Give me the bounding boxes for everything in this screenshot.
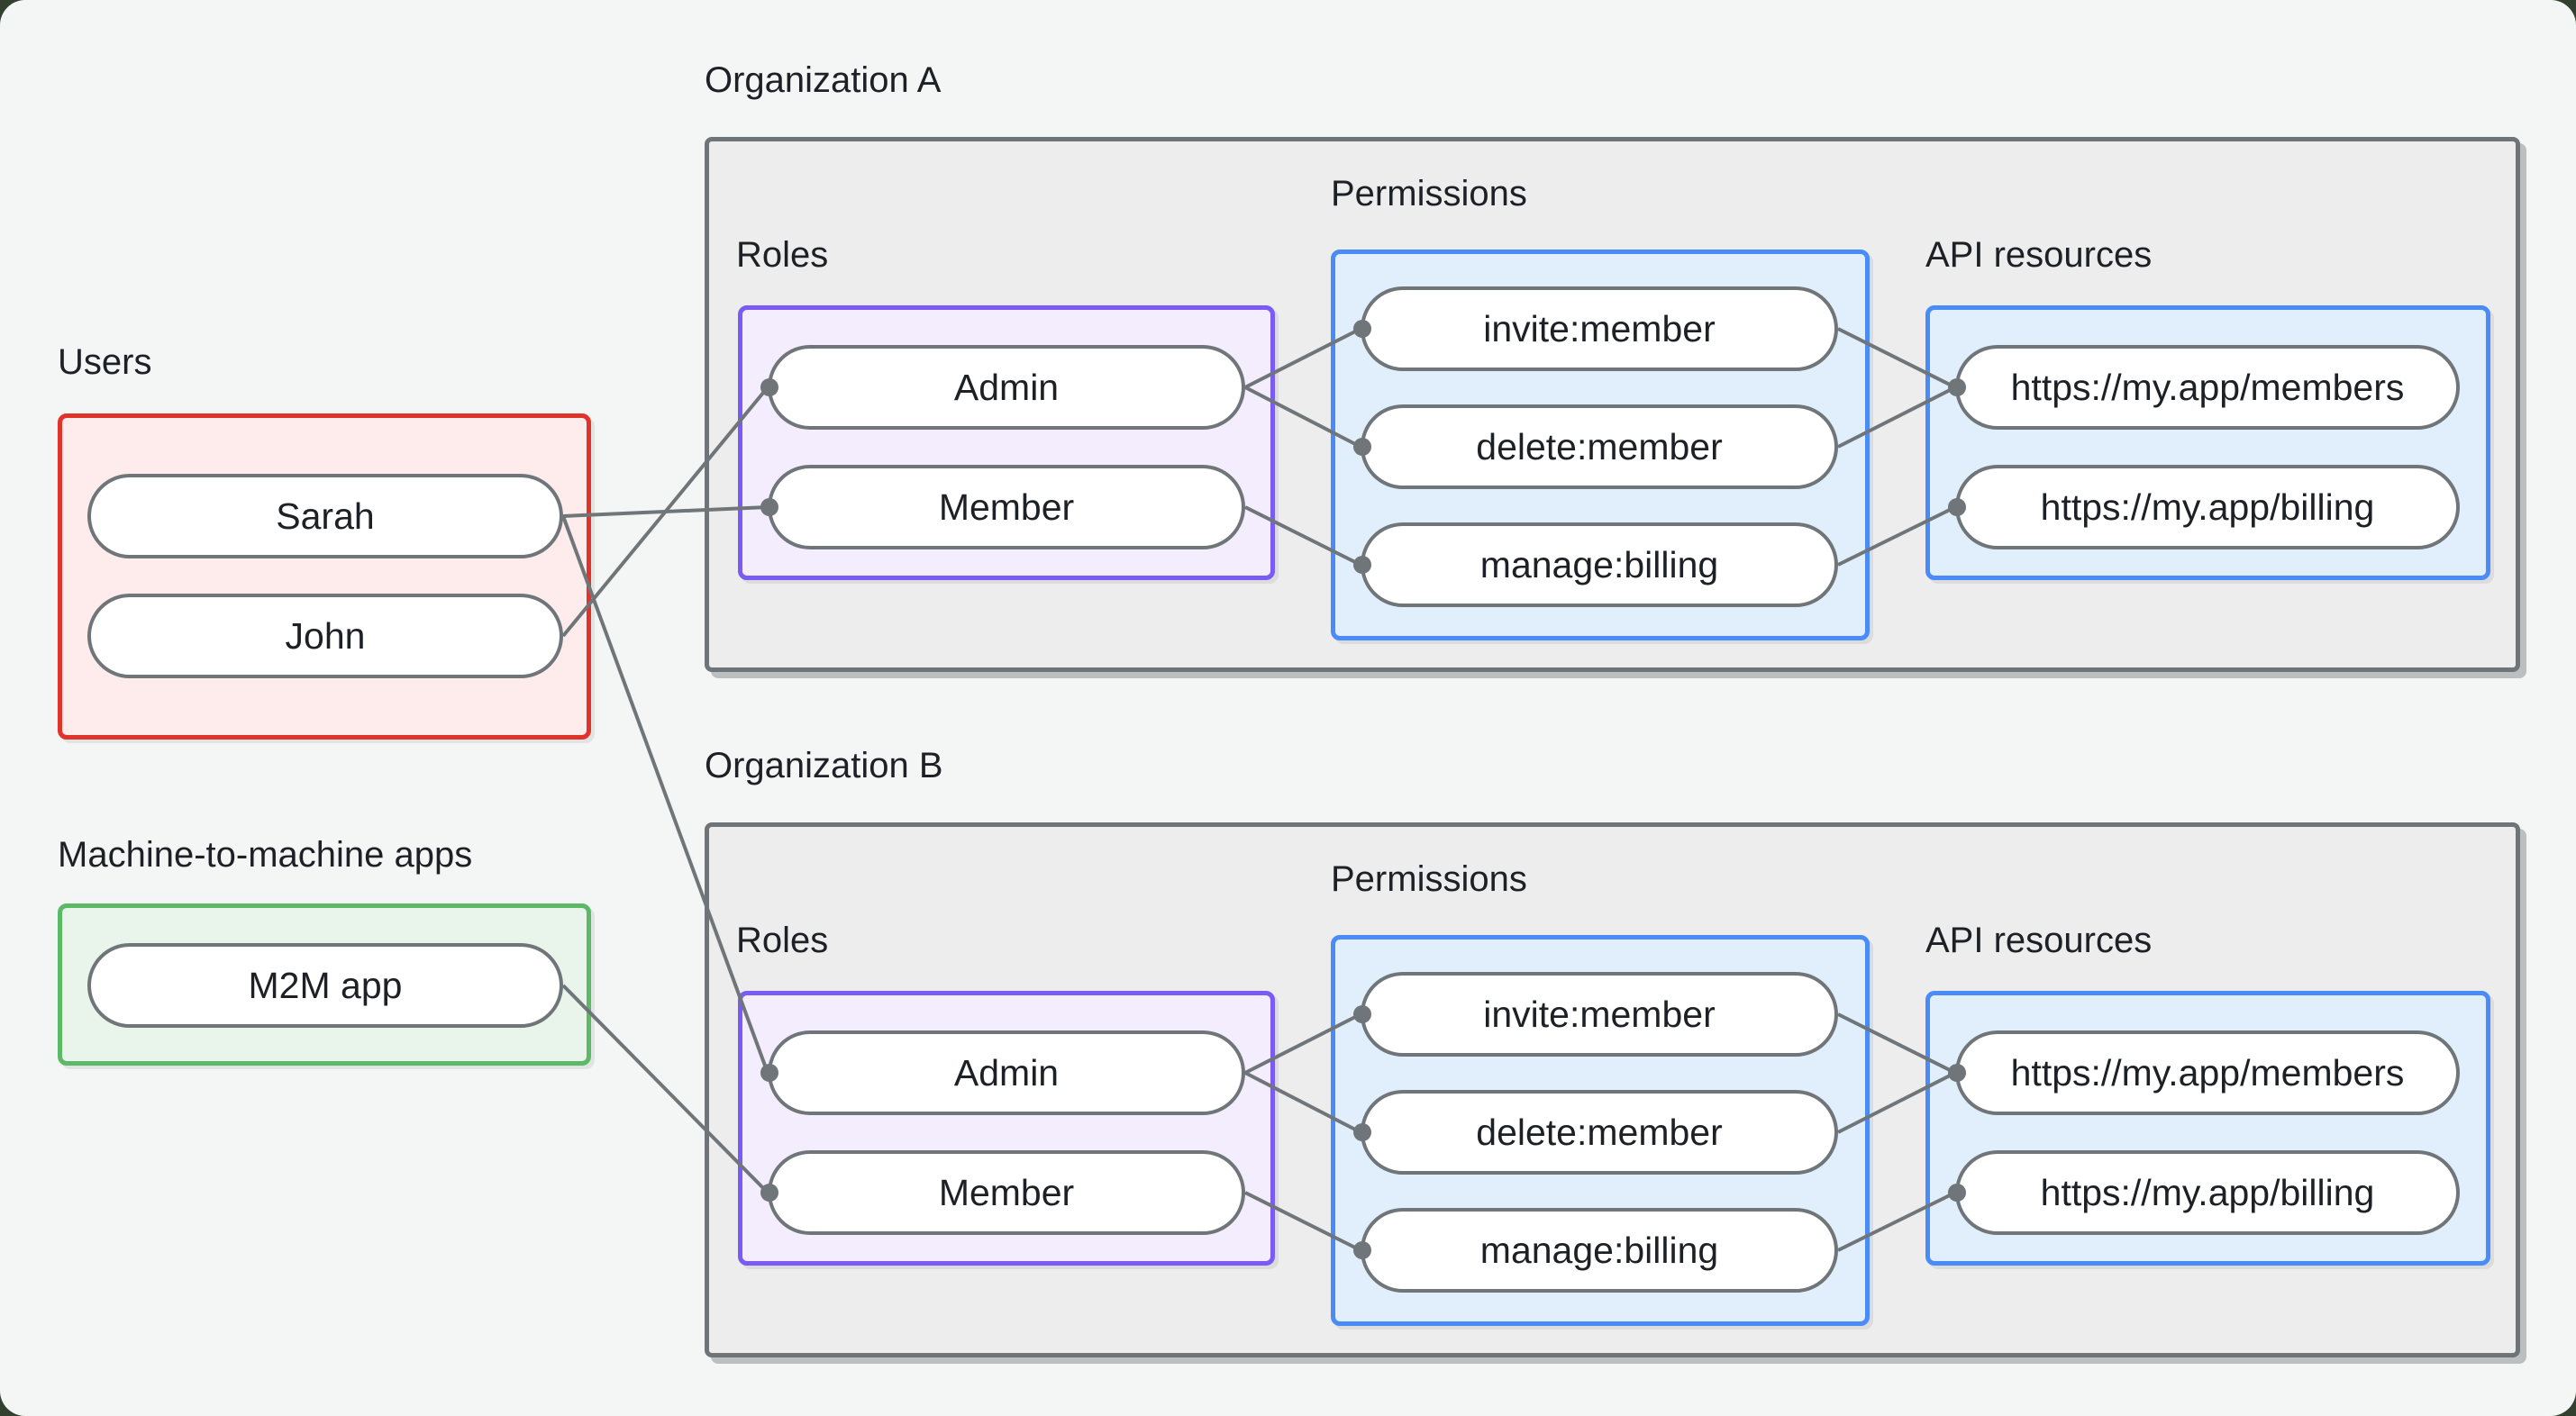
org-a-permission-manage-billing: manage:billing xyxy=(1361,522,1838,607)
org-a-permissions-label: Permissions xyxy=(1331,174,1527,213)
org-b-permissions-label: Permissions xyxy=(1331,859,1527,899)
organization-a-label: Organization A xyxy=(705,60,942,100)
users-group-box xyxy=(58,413,591,740)
org-b-role-admin: Admin xyxy=(768,1030,1245,1115)
org-a-permission-invite-member: invite:member xyxy=(1361,286,1838,371)
org-b-permission-delete-member: delete:member xyxy=(1361,1090,1838,1175)
org-b-permission-manage-billing: manage:billing xyxy=(1361,1208,1838,1293)
org-b-roles-label: Roles xyxy=(736,921,829,960)
m2m-group-label: Machine-to-machine apps xyxy=(58,835,473,875)
org-b-permission-invite-member: invite:member xyxy=(1361,972,1838,1057)
organization-b-label: Organization B xyxy=(705,746,943,785)
org-b-api-billing: https://my.app/billing xyxy=(1955,1150,2460,1235)
org-b-api-members: https://my.app/members xyxy=(1955,1030,2460,1115)
user-node-sarah: Sarah xyxy=(87,474,563,558)
org-a-role-member: Member xyxy=(768,465,1245,549)
org-a-roles-label: Roles xyxy=(736,235,829,275)
org-b-api-resources-label: API resources xyxy=(1925,921,2153,960)
users-group-label: Users xyxy=(58,342,152,382)
org-a-api-billing: https://my.app/billing xyxy=(1955,465,2460,549)
org-a-api-resources-label: API resources xyxy=(1925,235,2153,275)
org-a-permission-delete-member: delete:member xyxy=(1361,404,1838,489)
org-a-api-members: https://my.app/members xyxy=(1955,345,2460,430)
m2m-app-node: M2M app xyxy=(87,943,563,1028)
org-b-role-member: Member xyxy=(768,1150,1245,1235)
org-a-role-admin: Admin xyxy=(768,345,1245,430)
user-node-john: John xyxy=(87,594,563,678)
